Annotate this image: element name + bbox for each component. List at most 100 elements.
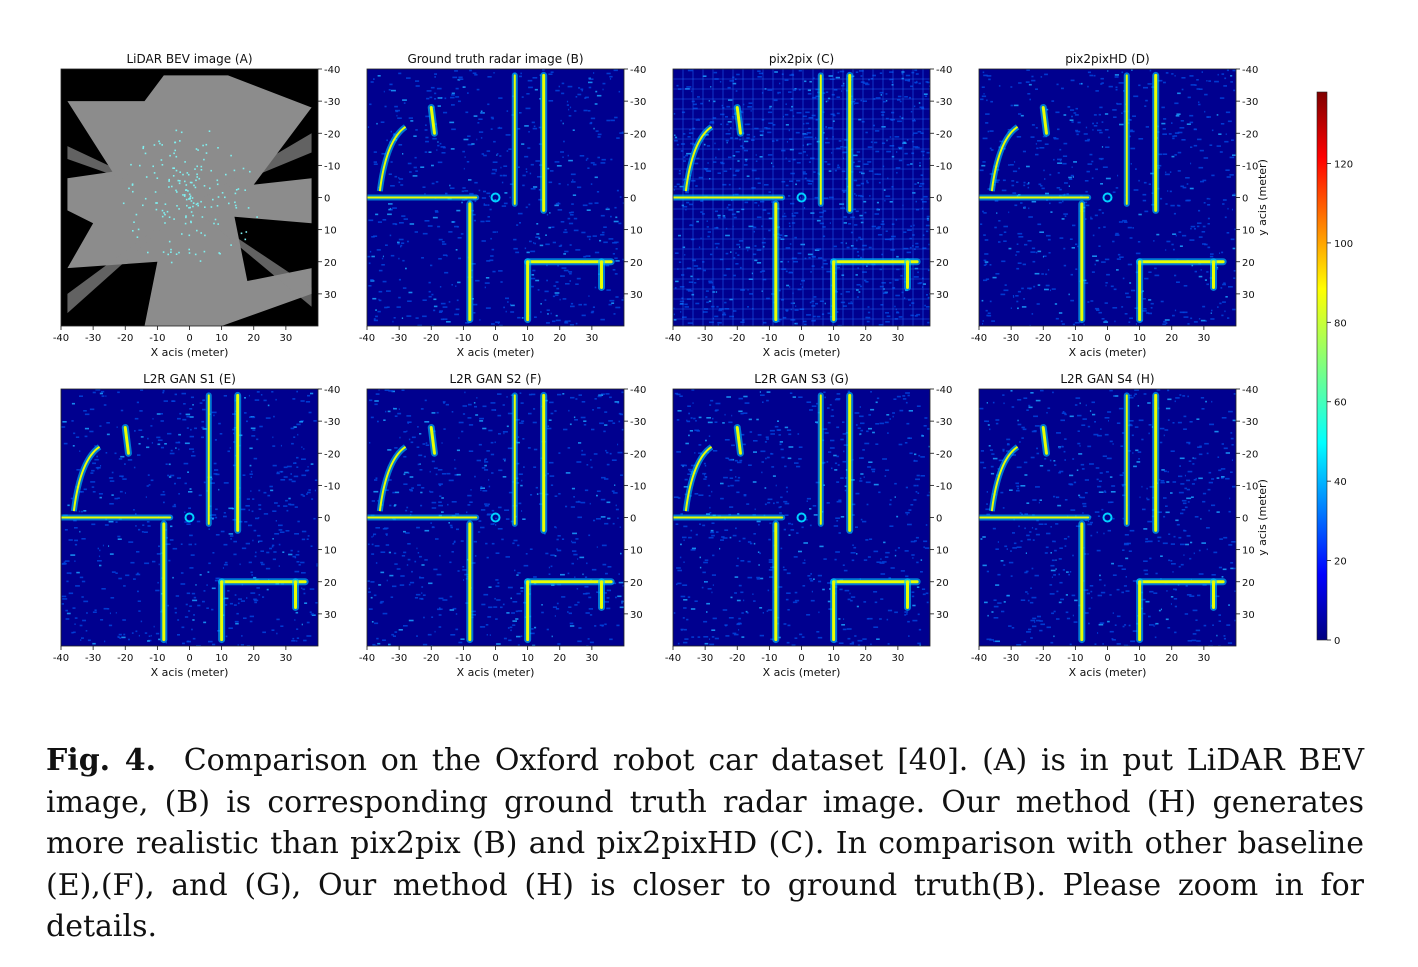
panel-image (673, 69, 930, 326)
y-tick-label: 30 (324, 610, 337, 621)
y-tick-label: -30 (324, 417, 340, 428)
y-tick-label: 20 (630, 578, 643, 589)
x-axis-label: X acis (meter) (457, 666, 535, 679)
caption-text: Comparison on the Oxford robot car datas… (46, 743, 1365, 944)
y-tick-label: 30 (630, 610, 643, 621)
y-tick-label: -20 (630, 129, 646, 140)
y-tick-label: -30 (630, 417, 646, 428)
x-tick-label: -30 (1003, 333, 1019, 344)
figure-caption: Fig. 4. Comparison on the Oxford robot c… (46, 740, 1364, 948)
y-tick-label: -10 (1242, 161, 1258, 172)
y-tick-label: -10 (936, 481, 952, 492)
panel-title: pix2pix (C) (769, 52, 834, 66)
y-tick-label: 10 (324, 226, 337, 237)
y-tick-label: 0 (630, 194, 636, 205)
x-tick-label: 20 (859, 333, 872, 344)
figure-grid: LiDAR BEV image (A) -40 -30 -20 -10 0 10 20 30 X … (53, 52, 1353, 679)
panel-title: L2R GAN S3 (G) (754, 372, 849, 386)
x-axis-label: X acis (meter) (763, 666, 841, 679)
x-tick-label: 10 (1133, 653, 1146, 664)
y-tick-label: -40 (324, 65, 340, 76)
x-tick-label: 0 (492, 653, 498, 664)
colorbar-tick-label: 20 (1334, 557, 1347, 568)
panel-title: L2R GAN S1 (E) (143, 372, 236, 386)
x-tick-label: -20 (117, 333, 133, 344)
y-tick-label: 20 (936, 578, 949, 589)
x-tick-label: 20 (1165, 333, 1178, 344)
y-tick-label: 20 (1242, 578, 1255, 589)
y-tick-label: -20 (630, 449, 646, 460)
y-tick-label: -10 (324, 481, 340, 492)
y-tick-label: -10 (936, 161, 952, 172)
x-tick-label: -40 (971, 653, 987, 664)
y-tick-label: -10 (630, 161, 646, 172)
x-tick-label: 20 (553, 333, 566, 344)
colorbar-tick-label: 60 (1334, 398, 1347, 409)
x-tick-label: 20 (1165, 653, 1178, 664)
caption-label: Fig. 4. (46, 743, 157, 778)
x-tick-label: -10 (761, 333, 777, 344)
colorbar: 0 20 40 60 80 100 120 (1316, 91, 1353, 647)
y-tick-label: 30 (936, 610, 949, 621)
colorbar-tick-label: 0 (1334, 636, 1340, 647)
x-tick-label: -30 (697, 653, 713, 664)
x-tick-label: -40 (971, 333, 987, 344)
colorbar-tick-label: 40 (1334, 477, 1347, 488)
y-tick-label: -30 (936, 97, 952, 108)
x-tick-label: -30 (391, 653, 407, 664)
x-tick-label: -20 (1035, 333, 1051, 344)
y-tick-label: 10 (630, 226, 643, 237)
y-tick-label: -40 (630, 65, 646, 76)
x-tick-label: -10 (455, 333, 471, 344)
y-tick-label: -20 (324, 129, 340, 140)
y-tick-label: 20 (936, 258, 949, 269)
colorbar-tick-label: 120 (1334, 159, 1353, 170)
y-tick-label: -40 (1242, 385, 1258, 396)
y-tick-label: 0 (936, 514, 942, 525)
x-tick-label: -40 (53, 333, 69, 344)
x-tick-label: 0 (1104, 653, 1110, 664)
panel-image (367, 389, 624, 646)
x-tick-label: 30 (586, 653, 599, 664)
x-tick-label: 30 (892, 653, 905, 664)
panel-title: Ground truth radar image (B) (407, 52, 583, 66)
y-tick-label: 20 (324, 258, 337, 269)
y-tick-label: 0 (1242, 194, 1248, 205)
y-tick-label: -20 (1242, 129, 1258, 140)
x-tick-label: -10 (761, 653, 777, 664)
y-tick-label: -40 (936, 385, 952, 396)
y-tick-label: -40 (324, 385, 340, 396)
y-axis-label: y acis (meter) (1256, 159, 1269, 236)
panel-title: LiDAR BEV image (A) (126, 52, 252, 66)
y-tick-label: 10 (936, 546, 949, 557)
x-tick-label: 30 (1198, 333, 1211, 344)
y-tick-label: 10 (1242, 546, 1255, 557)
y-tick-label: 30 (1242, 290, 1255, 301)
y-tick-label: 10 (324, 546, 337, 557)
x-tick-label: -30 (697, 333, 713, 344)
x-tick-label: -20 (423, 333, 439, 344)
y-tick-label: -40 (1242, 65, 1258, 76)
x-tick-label: 30 (1198, 653, 1211, 664)
y-tick-label: -30 (630, 97, 646, 108)
x-tick-label: -10 (455, 653, 471, 664)
panel-image (367, 69, 624, 326)
colorbar-tick-label: 80 (1334, 318, 1347, 329)
y-tick-label: -30 (1242, 97, 1258, 108)
y-tick-label: 10 (1242, 226, 1255, 237)
colorbar-tick-label: 100 (1334, 239, 1353, 250)
x-tick-label: -40 (665, 653, 681, 664)
x-tick-label: 10 (827, 653, 840, 664)
y-tick-label: -20 (936, 449, 952, 460)
y-tick-label: -20 (936, 129, 952, 140)
panel-title: L2R GAN S2 (F) (449, 372, 541, 386)
x-tick-label: -40 (359, 653, 375, 664)
colorbar-gradient (1316, 91, 1328, 641)
y-tick-label: -20 (324, 449, 340, 460)
x-axis-label: X acis (meter) (1069, 666, 1147, 679)
